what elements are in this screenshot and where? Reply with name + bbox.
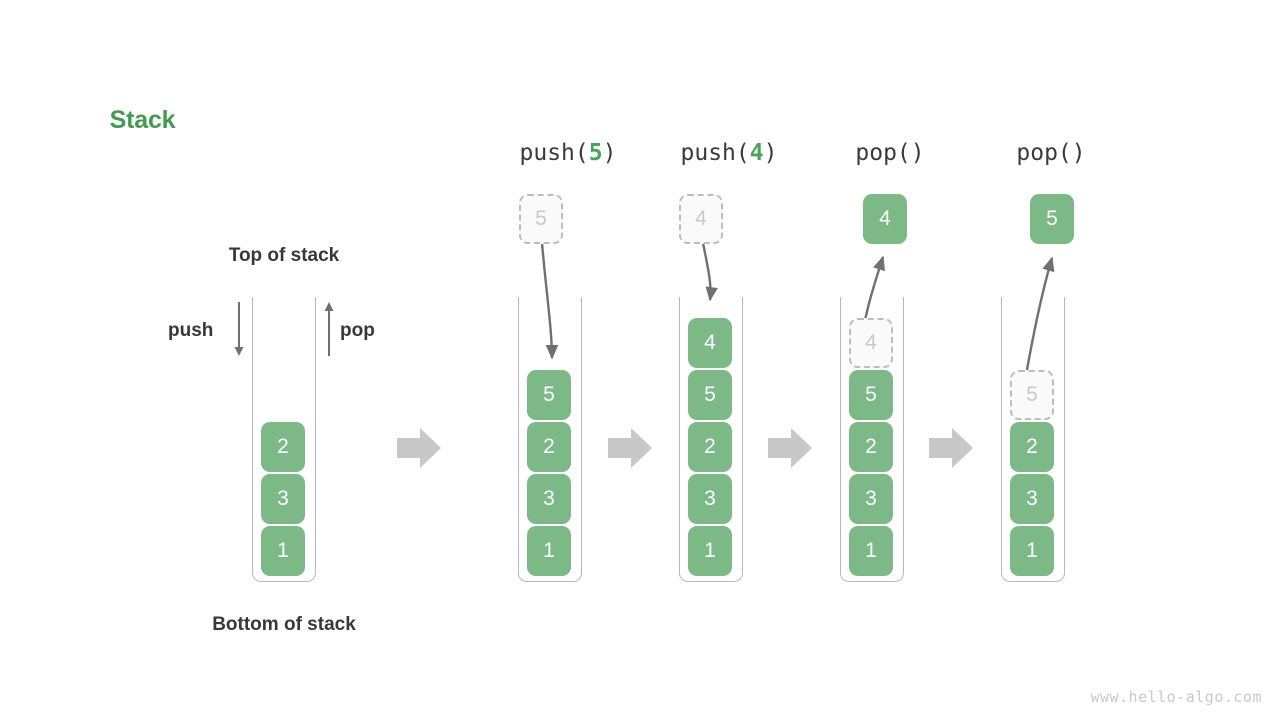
op-header-suffix: ): [602, 140, 617, 166]
stack-frame-initial: [252, 297, 316, 582]
op-header-suffix: ): [910, 140, 925, 166]
stack-cell: 5: [527, 370, 571, 420]
label-top-of-stack: Top of stack: [228, 245, 340, 266]
stack-cell: 2: [261, 422, 305, 472]
stack-cell: 2: [849, 422, 893, 472]
pop-direction-arrow: [324, 302, 334, 356]
watermark: www.hello-algo.com: [1090, 688, 1262, 706]
stack-frame-pop-1: [840, 297, 904, 582]
stack-cell: 3: [527, 474, 571, 524]
label-pop: pop: [340, 320, 375, 341]
op-header-arg: 4: [749, 140, 764, 166]
op-header-prefix: push(: [519, 140, 589, 166]
stack-cell: 1: [261, 526, 305, 576]
op-header-push-5: push(5): [478, 140, 658, 166]
stack-cell: 5: [688, 370, 732, 420]
push-4-motion-arrow: [701, 242, 718, 302]
stack-cell: 1: [849, 526, 893, 576]
flow-arrow-3: [768, 428, 812, 468]
label-bottom-of-stack: Bottom of stack: [212, 614, 356, 635]
stack-cell: 2: [688, 422, 732, 472]
stack-cell: 3: [688, 474, 732, 524]
op-header-prefix: pop(: [855, 140, 911, 166]
flow-arrow-1: [397, 428, 441, 468]
stack-cell: 5: [849, 370, 893, 420]
page-title: Stack: [109, 106, 176, 134]
stack-frame-pop-2: [1001, 297, 1065, 582]
stack-frame-push-4: [679, 297, 743, 582]
floating-ghost-cell: 4: [679, 194, 723, 244]
floating-ghost-cell: 5: [519, 194, 563, 244]
stack-cell: 1: [527, 526, 571, 576]
stack-frame-push-5: [518, 297, 582, 582]
op-header-push-4: push(4): [639, 140, 819, 166]
op-header-arg: 5: [588, 140, 603, 166]
stack-cell: 1: [1010, 526, 1054, 576]
stack-cell: 2: [527, 422, 571, 472]
stack-ghost-cell: 5: [1010, 370, 1054, 420]
op-header-pop-1: pop(): [800, 140, 980, 166]
flow-arrow-2: [608, 428, 652, 468]
stack-cell: 2: [1010, 422, 1054, 472]
flow-arrow-4: [929, 428, 973, 468]
op-header-prefix: pop(: [1016, 140, 1072, 166]
push-direction-arrow: [234, 302, 244, 356]
op-header-suffix: ): [763, 140, 778, 166]
stack-cell: 3: [261, 474, 305, 524]
op-header-pop-2: pop(): [961, 140, 1141, 166]
stack-cell: 3: [849, 474, 893, 524]
floating-popped-cell: 4: [863, 194, 907, 244]
stack-cell: 1: [688, 526, 732, 576]
floating-popped-cell: 5: [1030, 194, 1074, 244]
label-push: push: [168, 320, 214, 341]
stack-cell: 3: [1010, 474, 1054, 524]
op-header-suffix: ): [1071, 140, 1086, 166]
stack-cell: 4: [688, 318, 732, 368]
op-header-prefix: push(: [680, 140, 750, 166]
stack-ghost-cell: 4: [849, 318, 893, 368]
